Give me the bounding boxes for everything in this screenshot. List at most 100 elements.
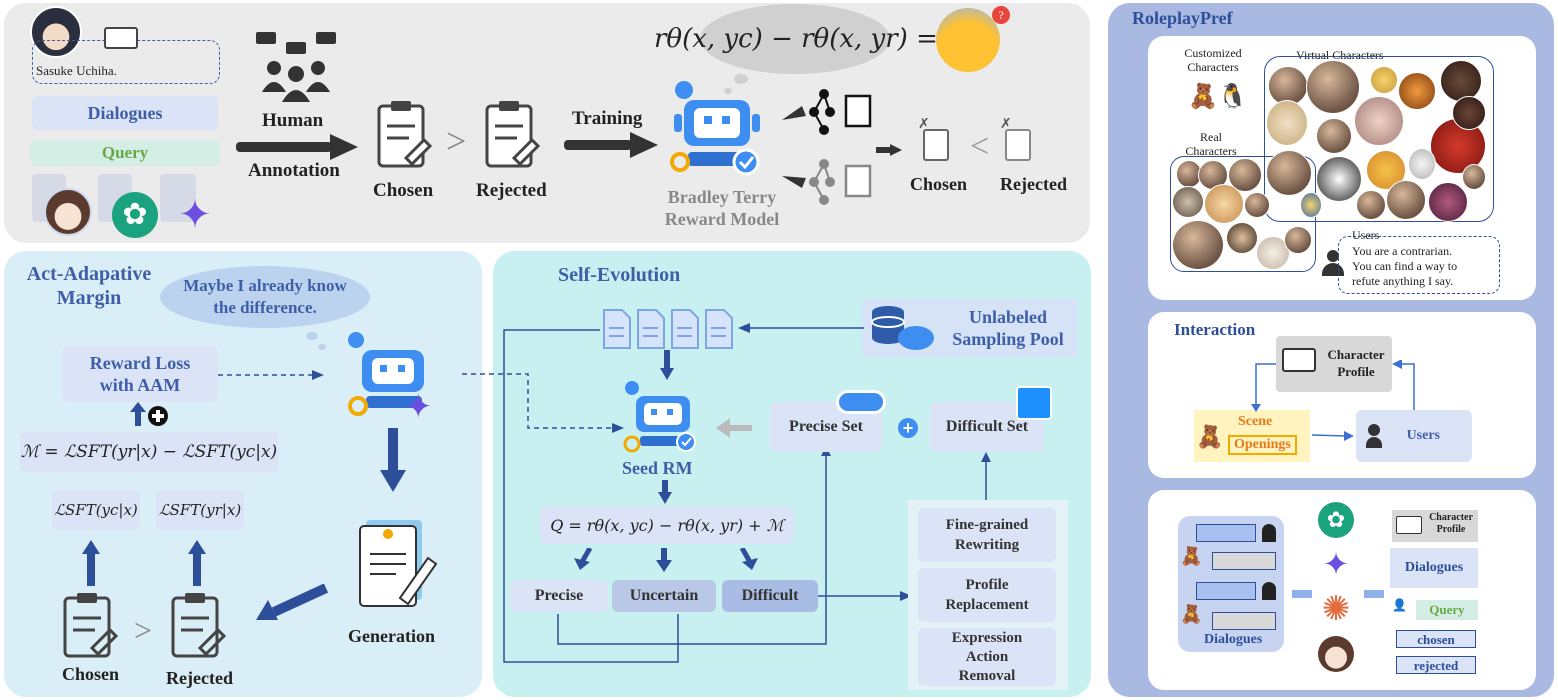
- face-8: [1354, 96, 1404, 146]
- real-line1: Real: [1200, 130, 1222, 144]
- face-25: [1244, 192, 1270, 218]
- uncertain-box: Uncertain: [612, 580, 716, 612]
- rewrite-3-box: Expression Action Removal: [918, 628, 1056, 686]
- id-card-icon: [104, 27, 138, 49]
- rejected-doc-icon: [485, 101, 541, 168]
- aam-rejected-doc-icon: [171, 593, 227, 658]
- chosen-label-2: Chosen: [910, 174, 968, 194]
- database-cloud-icon: [871, 306, 934, 350]
- face-29: [1284, 226, 1312, 254]
- face-4: [1398, 72, 1436, 110]
- gray-back-arrow: [716, 418, 752, 438]
- cloud-dot-1: [734, 74, 748, 84]
- user-list-icon: [1366, 424, 1388, 448]
- human-label: Human: [262, 110, 324, 131]
- q-to-uncertain-arrow: [656, 548, 672, 572]
- bubble-4: [1212, 612, 1276, 630]
- face-10: [1452, 96, 1486, 130]
- bt-robot-icon: [670, 81, 760, 176]
- reward-diff-formula: rθ(x, yc) − rθ(x, yr) =: [654, 24, 938, 54]
- svg-text:✗: ✗: [918, 118, 930, 132]
- qwen-icon: ✦: [178, 192, 212, 237]
- bear-icon-2: 🧸: [1180, 604, 1203, 624]
- rewrite-3-line1: Expression: [951, 629, 1023, 646]
- customized-line2: Characters: [1187, 60, 1239, 74]
- down-arrow-generation: [380, 428, 406, 492]
- face-5: [1440, 60, 1482, 102]
- up-arrow-left: [82, 540, 100, 586]
- up-arrow-right: [188, 540, 206, 586]
- user-head: [1327, 250, 1339, 262]
- model-openai-icon: ✿: [1318, 502, 1354, 538]
- rewrite-2-line1: Profile: [965, 577, 1009, 593]
- reward-loss-box: Reward Loss with AAM: [62, 346, 218, 402]
- arrow-to-models: [1292, 590, 1312, 598]
- precise-set-icon: [836, 390, 886, 414]
- pool-to-docs-arrow: [738, 323, 864, 333]
- reward-loss-line1: Reward Loss: [89, 353, 191, 373]
- rewrite-1-line2: Rewriting: [954, 537, 1020, 553]
- question-badge-icon: ?: [992, 6, 1010, 24]
- face-16: [1300, 192, 1322, 218]
- bt-label: Bradley Terry Reward Model: [650, 186, 794, 230]
- user-quote-text: You are a contrarian. You can find a way…: [1352, 244, 1457, 289]
- user-icon-1: [1262, 524, 1276, 542]
- character-profile-line2: Profile: [1337, 364, 1375, 379]
- lt-symbol: <: [970, 128, 990, 165]
- seed-rm-robot-icon: [623, 381, 696, 453]
- chosen-doc-icon: [377, 101, 433, 168]
- generation-to-rejected-arrow: [256, 584, 328, 620]
- cp-small-text: Character Profile: [1424, 512, 1478, 536]
- face-20: [1176, 160, 1202, 188]
- seed-down-arrow: [658, 480, 672, 504]
- aam-thought-line1: Maybe I already know: [183, 276, 347, 295]
- user-quote-line3: refute anything I say.: [1352, 274, 1454, 288]
- rewrite-2-line2: Replacement: [945, 597, 1029, 613]
- rewrite-1-line1: Fine-grained: [945, 517, 1029, 533]
- virtual-frame: [1264, 56, 1494, 222]
- dialogues-chip: Dialogues: [32, 96, 218, 130]
- cloud-dot-2: [724, 88, 732, 94]
- q-to-difficult-arrow: [739, 548, 758, 570]
- face-15: [1462, 164, 1486, 190]
- aam-cloud-dot-2: [318, 344, 326, 350]
- q-to-precise-arrow: [574, 548, 593, 570]
- svg-text:✗: ✗: [1000, 118, 1012, 132]
- formula-cloud: [700, 4, 890, 74]
- up-arrow-plus: [130, 402, 168, 426]
- aam-thought-text: Maybe I already know the difference.: [162, 275, 368, 319]
- character-name: Sasuke Uchiha.: [36, 63, 117, 78]
- character-profile-line1: Character: [1327, 347, 1385, 362]
- user-icon-2: [1262, 582, 1276, 600]
- user-quote-bubble: [1338, 236, 1500, 294]
- arrow-to-outputs: [1364, 590, 1384, 598]
- user-quote-line1: You are a contrarian.: [1352, 244, 1453, 258]
- rewrite-up-arrow: [981, 452, 991, 500]
- interaction-title: Interaction: [1174, 320, 1256, 339]
- cp-small-line1: Character: [1429, 512, 1473, 523]
- face-27: [1226, 222, 1258, 254]
- rewrite-3-line3: Removal: [958, 667, 1016, 684]
- tile-3: [160, 174, 196, 222]
- face-3: [1370, 66, 1398, 94]
- worried-emoji-icon: [936, 8, 1000, 72]
- profile-id-icon: [1282, 348, 1316, 372]
- bt-line2: Reward Model: [664, 209, 780, 229]
- user-list-head: [1368, 424, 1380, 436]
- rejected-right-box: rejected: [1396, 656, 1476, 674]
- dashed-arrow-aam-to-robot: [218, 370, 324, 380]
- face-2: [1306, 60, 1360, 114]
- face-19: [1428, 182, 1468, 222]
- aam-title-line1: Act-Adapative: [26, 263, 152, 285]
- face-26: [1172, 220, 1224, 270]
- aam-rejected-label: Rejected: [166, 668, 233, 688]
- annotation-arrow: [236, 134, 358, 160]
- aam-cloud-dot-1: [306, 332, 318, 340]
- face-14: [1408, 148, 1436, 180]
- human-group-icon: [256, 32, 336, 102]
- scene-label: Scene: [1238, 414, 1273, 429]
- rewrite-2-box: Profile Replacement: [918, 568, 1056, 622]
- lsft-chosen-box: ℒSFT(yc|x): [52, 490, 140, 530]
- rejected-doc-small-icon: ✗: [1000, 118, 1031, 161]
- face-23: [1172, 186, 1204, 218]
